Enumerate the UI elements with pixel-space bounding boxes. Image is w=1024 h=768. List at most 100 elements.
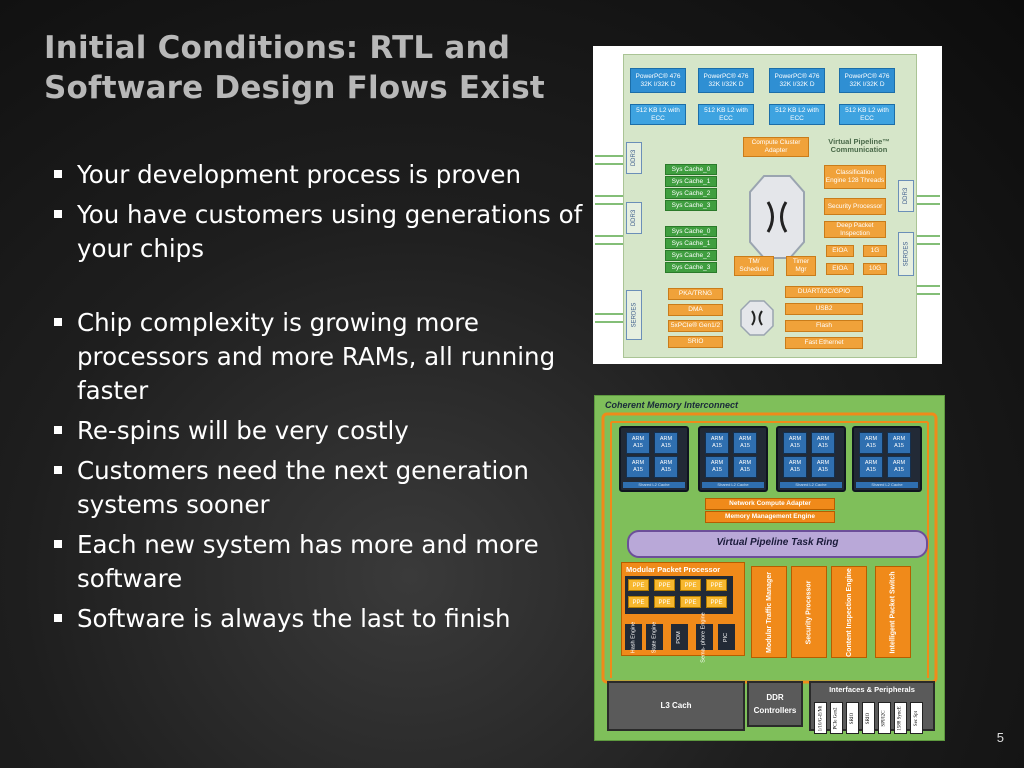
serdes-left: SERDES (626, 290, 642, 340)
io-port: SRIO (862, 702, 875, 734)
l2-cache: 512 KB L2 with ECC (769, 104, 825, 125)
connector-lines (595, 155, 940, 323)
arm-core: ARM A15 (859, 432, 883, 454)
bullet-item: Re-spins will be very costly (54, 414, 584, 448)
ppe-block: PPE (654, 579, 675, 591)
fast-ethernet: Fast Ethernet (785, 337, 863, 349)
pcie: 5xPCIe® Gen1/2 (668, 320, 723, 332)
io-port: Sec Spt (910, 702, 923, 734)
sys-cache: Sys Cache_1 (665, 176, 717, 187)
shared-l2-cache: Shared L2 Cache (780, 482, 842, 488)
bullet-square-icon (54, 318, 62, 326)
arm-core: ARM A15 (733, 456, 757, 478)
ddr3-right: DDR3 (898, 180, 914, 212)
cpu-cluster: ARM A15 ARM A15 ARM A15 ARM A15 Shared L… (619, 426, 689, 492)
bullet-item: Software is always the last to finish (54, 602, 584, 636)
arm-core: ARM A15 (654, 432, 678, 454)
powerpc-core: PowerPC® 476 32K I/32K D (769, 68, 825, 93)
cpu-cluster: ARM A15 ARM A15 ARM A15 ARM A15 Shared L… (698, 426, 768, 492)
coherent-memory-interconnect-title: Coherent Memory Interconnect (605, 400, 739, 410)
arm-core: ARM A15 (705, 456, 729, 478)
cpu-cluster: ARM A15 ARM A15 ARM A15 ARM A15 Shared L… (776, 426, 846, 492)
sys-cache: Sys Cache_0 (665, 164, 717, 175)
bullet-square-icon (54, 170, 62, 178)
ppe-block: PPE (706, 596, 727, 608)
eioa-1g: EIOA (826, 245, 854, 257)
pom: POM (671, 624, 688, 650)
bullet-item: Customers need the next generation syste… (54, 454, 584, 522)
arm-core: ARM A15 (626, 432, 650, 454)
intelligent-packet-switch: Intelligent Packet Switch (875, 566, 911, 658)
shared-l2-cache: Shared L2 Cache (856, 482, 918, 488)
arm-block-diagram: Coherent Memory Interconnect ARM A15 ARM… (594, 395, 945, 741)
security-processor: Security Processor (824, 198, 886, 215)
bullet-square-icon (54, 466, 62, 474)
io-port: 1588 SyncE (894, 702, 907, 734)
eioa-10g: EIOA (826, 263, 854, 275)
state-engine: State Engine (646, 621, 663, 653)
sys-cache: Sys Cache_0 (665, 226, 717, 237)
sys-cache: Sys Cache_3 (665, 200, 717, 211)
virtual-pipeline-communication: Virtual Pipeline™ Communication (828, 137, 890, 154)
page-number: 5 (996, 730, 1004, 745)
arm-core: ARM A15 (811, 456, 835, 478)
ppe-block: PPE (628, 596, 649, 608)
bullet-item: Your development process is proven (54, 158, 584, 192)
io-port: PCIe Gen2 (830, 702, 843, 734)
shared-l2-cache: Shared L2 Cache (623, 482, 685, 488)
l3-cache: L3 Cach (607, 681, 745, 731)
port-1g: 1G (863, 245, 887, 257)
timer-manager: Timer Mgr (786, 256, 816, 276)
powerpc-block-diagram: PowerPC® 476 32K I/32K D PowerPC® 476 32… (593, 46, 942, 364)
bullet-square-icon (54, 426, 62, 434)
l2-cache: 512 KB L2 with ECC (698, 104, 754, 125)
mpp-title: Modular Packet Processor (626, 565, 721, 574)
crossbar-switch-icon (749, 175, 805, 259)
arm-core: ARM A15 (859, 456, 883, 478)
deep-packet-inspection: Deep Packet Inspection (824, 221, 886, 238)
l2-cache: 512 KB L2 with ECC (630, 104, 686, 125)
pic: PIC (718, 624, 735, 650)
arm-core: ARM A15 (654, 456, 678, 478)
powerpc-core: PowerPC® 476 32K I/32K D (698, 68, 754, 93)
shared-l2-cache: Shared L2 Cache (702, 482, 764, 488)
ddr3-left-top: DDR3 (626, 142, 642, 174)
tm-scheduler: TM/ Scheduler (734, 256, 774, 276)
semaphore-engine: Sema- phore Engine (696, 612, 713, 662)
ppe-block: PPE (628, 579, 649, 591)
arm-core: ARM A15 (783, 456, 807, 478)
bullet-item: Each new system has more and more softwa… (54, 528, 584, 596)
arm-core: ARM A15 (783, 432, 807, 454)
compute-cluster-adapter: Compute Cluster Adapter (743, 137, 809, 157)
arm-core: ARM A15 (705, 432, 729, 454)
slide-title: Initial Conditions: RTL and Software Des… (44, 30, 545, 106)
sys-cache: Sys Cache_2 (665, 250, 717, 261)
usb2: USB2 (785, 303, 863, 315)
classification-engine: Classification Engine 128 Threads (824, 165, 886, 189)
arm-core: ARM A15 (811, 432, 835, 454)
l2-cache: 512 KB L2 with ECC (839, 104, 895, 125)
port-10g: 10G (863, 263, 887, 275)
arm-core: ARM A15 (887, 456, 911, 478)
ppe-block: PPE (680, 579, 701, 591)
flash: Flash (785, 320, 863, 332)
bullet-item: Chip complexity is growing more processo… (54, 306, 584, 408)
small-crossbar-icon (740, 300, 774, 336)
bullet-item: You have customers using generations of … (54, 198, 584, 266)
io-port: SPI/I2C (878, 702, 891, 734)
bullet-square-icon (54, 614, 62, 622)
serdes-right: SERDES (898, 232, 914, 276)
powerpc-core: PowerPC® 476 32K I/32K D (630, 68, 686, 93)
bullet-square-icon (54, 210, 62, 218)
arm-core: ARM A15 (626, 456, 650, 478)
arm-core: ARM A15 (887, 432, 911, 454)
security-processor-column: Security Processor (791, 566, 827, 658)
hash-engine: Hash Engine (625, 621, 642, 653)
pka-trng: PKA/TRNG (668, 288, 723, 300)
duart-i2c-gpio: DUART/I2C/GPIO (785, 286, 863, 298)
bullet-square-icon (54, 540, 62, 548)
ppe-block: PPE (680, 596, 701, 608)
io-port: SRIO (846, 702, 859, 734)
ddr-controllers: DDR Controllers (747, 681, 803, 727)
network-compute-adapter: Network Compute Adapter (705, 498, 835, 510)
